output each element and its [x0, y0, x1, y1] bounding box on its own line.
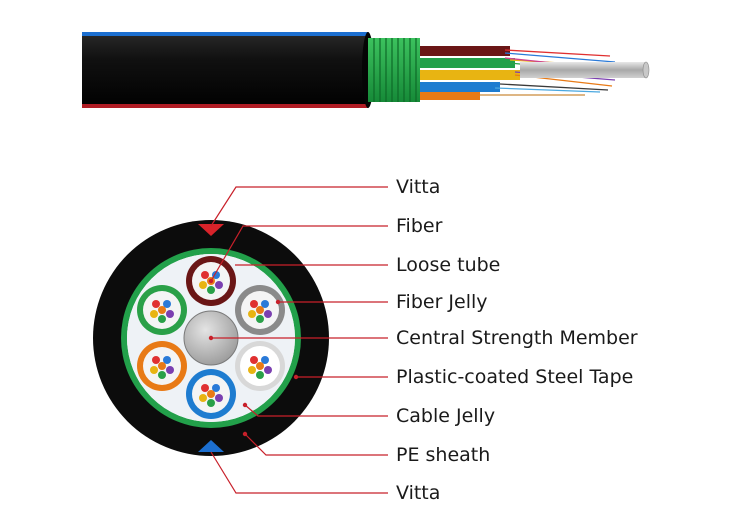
label-loose-tube: Loose tube [396, 254, 501, 276]
leader-cable-jelly [244, 404, 388, 417]
loose-tube-green [137, 285, 187, 335]
label-vitta-top: Vitta [396, 176, 441, 198]
label-vitta-bottom: Vitta [396, 482, 441, 504]
label-plastic-coated-steel-tape: Plastic-coated Steel Tape [396, 366, 634, 388]
label-central-strength-member: Central Strength Member [396, 327, 638, 349]
cable-side-view [82, 32, 650, 108]
vitta-marker-top [198, 224, 224, 236]
label-fiber-jelly: Fiber Jelly [396, 291, 488, 313]
label-cable-jelly: Cable Jelly [396, 405, 496, 427]
leader-vitta-top [210, 186, 388, 227]
label-fiber: Fiber [396, 215, 443, 237]
vitta-stripe-bottom [82, 104, 368, 108]
loose-tube-orange [137, 341, 187, 391]
loose-tube-white [235, 341, 285, 391]
steel-tape-band [368, 38, 420, 102]
label-pe-sheath: PE sheath [396, 444, 491, 466]
loose-tube-blue [186, 369, 236, 419]
vitta-stripe-top [82, 32, 368, 36]
loose-tube-gray [235, 285, 285, 335]
leader-vitta-bottom [210, 451, 388, 494]
leader-lines [210, 186, 388, 494]
cable-jacket [82, 32, 368, 108]
leader-pe-sheath [244, 433, 388, 456]
vitta-marker-bottom [198, 440, 224, 452]
leader-fiber [210, 225, 388, 282]
